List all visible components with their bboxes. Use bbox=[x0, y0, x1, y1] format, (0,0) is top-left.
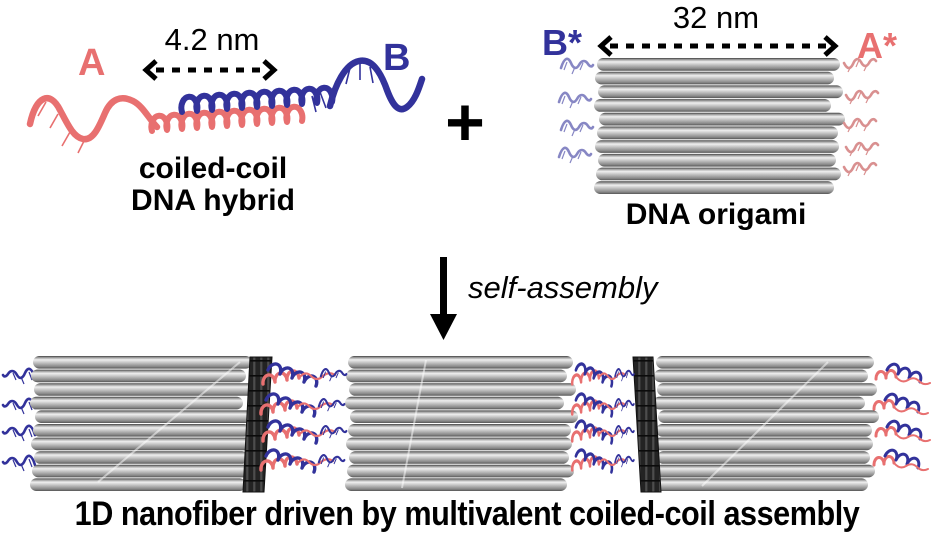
nanofiber-caption: 1D nanofiber driven by multivalent coile… bbox=[74, 495, 860, 533]
fiber-right-tails bbox=[872, 362, 932, 472]
self-assembly-label: self-assembly bbox=[468, 270, 658, 305]
strand-a-label: A bbox=[78, 42, 106, 84]
coiled-coil-junction-1 bbox=[261, 364, 346, 472]
origami-right-label: A* bbox=[857, 25, 898, 66]
measure-arrow-4nm-icon bbox=[142, 59, 278, 81]
hybrid-measurement-label: 4.2 nm bbox=[164, 22, 260, 57]
coiled-coil-junction-2 bbox=[572, 364, 634, 472]
measure-arrow-32nm-icon bbox=[597, 35, 839, 57]
coiled-coil-hybrid-graphic bbox=[26, 57, 426, 154]
hybrid-caption: coiled-coil DNA hybrid bbox=[131, 153, 295, 216]
origami-left-label: B* bbox=[542, 22, 583, 63]
hybrid-caption-line2: DNA hybrid bbox=[131, 183, 295, 217]
origami-end-face-1 bbox=[242, 356, 273, 493]
nanofiber-block-1 bbox=[30, 356, 257, 491]
origami-right-overhangs bbox=[842, 57, 880, 178]
dna-origami-graphic bbox=[594, 58, 845, 194]
origami-measurement-label: 32 nm bbox=[672, 0, 760, 35]
nanofiber-block-3 bbox=[653, 356, 879, 491]
fiber-left-overhangs bbox=[1, 367, 37, 473]
origami-end-face-2 bbox=[632, 356, 662, 493]
origami-left-overhangs bbox=[557, 57, 595, 165]
strand-b-label: B bbox=[383, 37, 411, 79]
down-arrow-icon bbox=[430, 257, 457, 340]
origami-caption: DNA origami bbox=[625, 198, 807, 231]
nanofiber-block-2 bbox=[345, 356, 578, 491]
plus-sign: + bbox=[445, 84, 485, 161]
hybrid-caption-line1: coiled-coil bbox=[138, 152, 288, 185]
